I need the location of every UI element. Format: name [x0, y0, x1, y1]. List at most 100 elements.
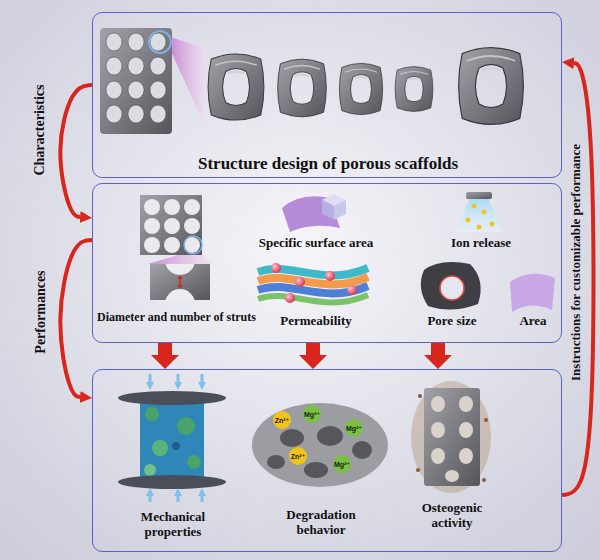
- specimen-texture: [172, 442, 180, 450]
- panel-box: Diameter and number of struts Specific su…: [92, 183, 562, 343]
- osteo-pore: [431, 448, 445, 464]
- press-plate: [118, 475, 226, 489]
- strut-zoom-pore: [165, 289, 195, 300]
- scaffold-pore: [106, 81, 122, 99]
- scaffold-block: [100, 28, 172, 134]
- cell-dot: [418, 394, 422, 398]
- flow-label: Instructions for customizable performanc…: [569, 143, 584, 380]
- ion-dot: [490, 222, 495, 227]
- panel-box: Structure design of porous scaffolds: [92, 12, 562, 178]
- osteo-pore: [431, 422, 445, 438]
- specimen-texture: [145, 407, 159, 421]
- permeability-figure: [258, 263, 368, 303]
- ion-label: Mg²⁺: [346, 425, 362, 432]
- pore-outline: [440, 276, 464, 300]
- fluid-particle: [271, 263, 281, 273]
- scaffold-pore: [150, 105, 166, 123]
- specimen-texture: [152, 440, 168, 456]
- item-label: Diameter and number of struts: [97, 311, 256, 325]
- scaffold-pore: [106, 57, 122, 75]
- specimen-texture: [187, 455, 201, 469]
- surface-cube: [322, 200, 334, 220]
- press-plate: [118, 391, 226, 405]
- area-sheet: [510, 274, 555, 312]
- strut-zoom: [150, 264, 210, 300]
- magnify-beam: [170, 37, 205, 126]
- degrading-pore: [267, 455, 285, 469]
- item-label: Degradation behavior: [271, 508, 371, 538]
- pore-shape: [421, 262, 481, 310]
- pore-size-figure: [421, 262, 481, 310]
- fluid-particle: [295, 277, 305, 287]
- cell-dot: [484, 418, 488, 422]
- zinc-ion: [273, 411, 291, 429]
- osteo-pore: [431, 396, 445, 412]
- load-arrow: [201, 374, 204, 386]
- ion-dot: [466, 218, 471, 223]
- surface-figure: [282, 194, 346, 232]
- diameter-mark: [177, 275, 183, 279]
- release-cone: [456, 198, 502, 232]
- osteo-pore: [459, 448, 473, 464]
- scaffold-pore: [150, 33, 166, 51]
- ion-label: Zn²⁺: [291, 453, 306, 460]
- curved-arrow: [60, 240, 92, 397]
- magnesium-ion: [303, 405, 321, 423]
- magnesium-ion: [333, 455, 351, 473]
- compression-figure: [118, 374, 226, 502]
- strut-grid: [140, 195, 202, 255]
- specimen-texture: [144, 464, 156, 476]
- unit-cell: [208, 54, 264, 120]
- osteo-scaffold: [424, 388, 480, 486]
- ion-dot: [472, 204, 477, 209]
- diameter-mark: [177, 285, 183, 289]
- curved-arrow: [60, 85, 92, 217]
- panel-box: Mechanical propertiesDegradation behavio…: [92, 369, 562, 552]
- fluid-particle: [325, 271, 335, 281]
- scaffold-pore: [106, 33, 122, 51]
- magnifier-circle: [184, 236, 202, 254]
- cell-dot: [482, 478, 486, 482]
- osteogenic-figure: [411, 381, 491, 493]
- degrading-pore: [280, 429, 304, 447]
- magnifier-circle: [149, 31, 171, 53]
- ion-label: Mg²⁺: [304, 411, 320, 418]
- zinc-ion: [289, 447, 307, 465]
- load-arrow: [177, 492, 180, 502]
- strut-pore: [184, 218, 200, 234]
- unit-cell: [278, 59, 327, 117]
- load-arrow: [201, 492, 204, 502]
- magnesium-ion: [345, 419, 363, 437]
- scaffold-pore: [106, 105, 122, 123]
- cell-dot: [416, 468, 420, 472]
- osteo-pore: [445, 470, 459, 482]
- scaffold-pore: [128, 33, 144, 51]
- strut-figure: [140, 195, 212, 319]
- bone-tissue: [411, 381, 491, 493]
- item-label: Area: [519, 314, 546, 329]
- degradation-figure: [252, 403, 388, 487]
- ion-label: Zn²⁺: [275, 417, 290, 424]
- fluid-particle: [347, 285, 357, 295]
- panel-title: Structure design of porous scaffolds: [198, 154, 458, 174]
- area-figure: [510, 274, 555, 312]
- scaffold-pore: [128, 105, 144, 123]
- load-arrow: [177, 374, 180, 386]
- ion-dot: [477, 225, 482, 230]
- item-label: Specific surface area: [259, 236, 374, 251]
- unit-cell: [395, 67, 433, 112]
- osteo-pore: [459, 422, 473, 438]
- strut-pore: [144, 218, 160, 234]
- specimen-texture: [177, 417, 195, 435]
- block-arrow: [158, 343, 172, 355]
- block-arrow: [306, 343, 320, 355]
- osteo-pore: [459, 396, 473, 412]
- strut-pore: [164, 218, 180, 234]
- item-label: Permeability: [280, 314, 351, 329]
- scaffold-pore: [150, 57, 166, 75]
- item-label: Ion release: [451, 236, 511, 251]
- unit-cells: [208, 48, 523, 125]
- degrading-pore: [304, 462, 328, 478]
- ion-dot: [482, 210, 487, 215]
